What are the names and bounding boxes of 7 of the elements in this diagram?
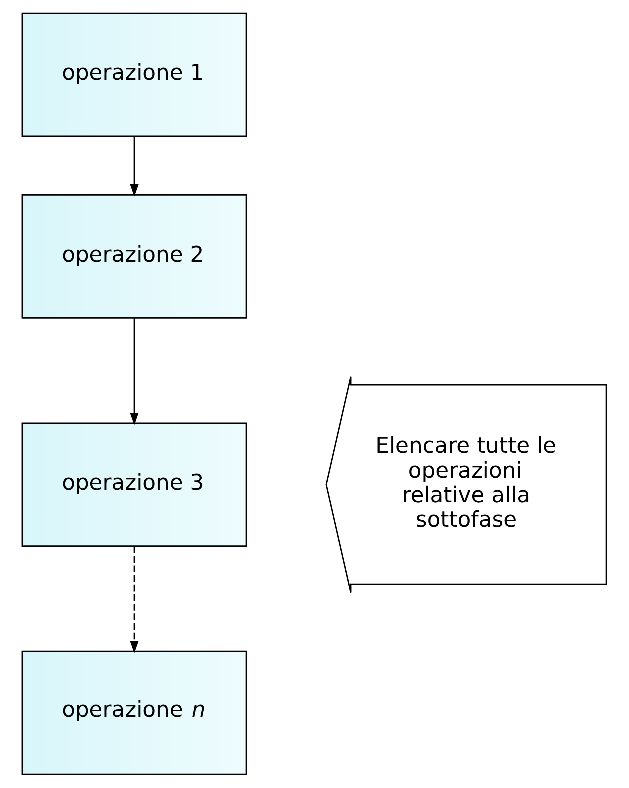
arrow — [130, 318, 139, 426]
node-box: operazione n — [22, 650, 248, 776]
arrow — [130, 136, 139, 197]
arrow — [130, 546, 139, 654]
node-box: operazione 3 — [22, 422, 248, 548]
node-box: operazione 2 — [22, 194, 248, 319]
node-box: operazione 1 — [22, 12, 248, 138]
